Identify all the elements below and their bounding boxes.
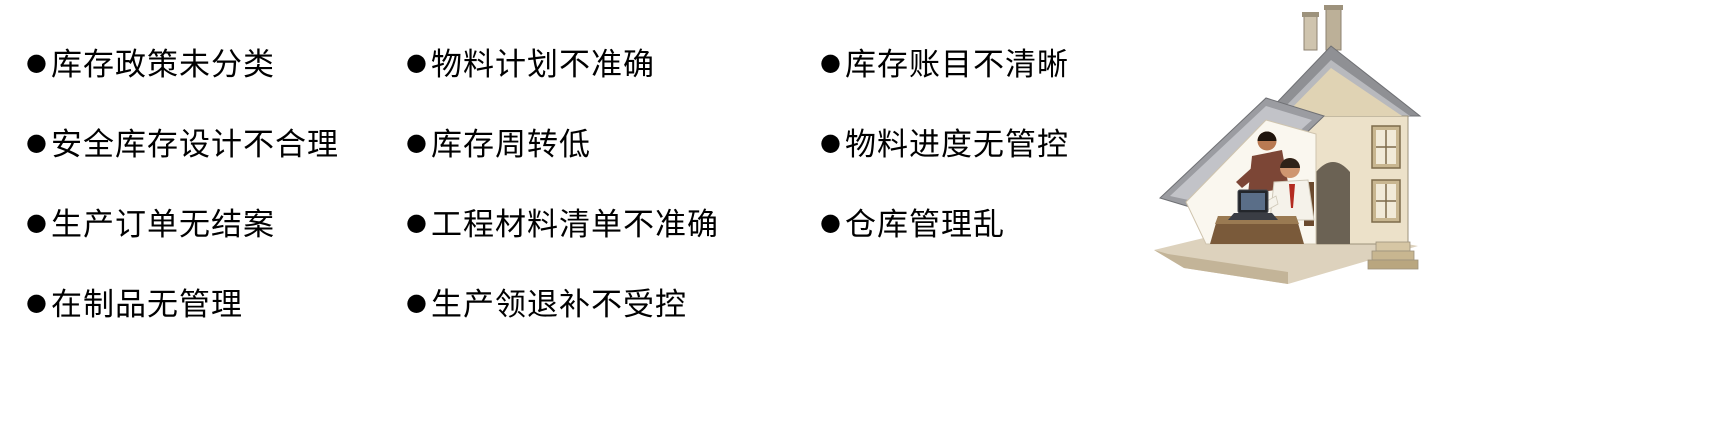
- laptop-shape: [1228, 189, 1278, 220]
- bullet-icon: ●: [406, 128, 428, 156]
- bullet-item: ● 库存周转低: [406, 120, 719, 163]
- bullet-item: ● 库存政策未分类: [26, 40, 339, 83]
- bullet-item: ● 仓库管理乱: [820, 200, 1069, 243]
- bullet-icon: ●: [406, 48, 428, 76]
- bullet-item: ● 安全库存设计不合理: [26, 120, 339, 163]
- bullet-icon: ●: [26, 48, 48, 76]
- house-office-clipart-illustration: [1154, 5, 1422, 284]
- bullet-item: ● 在制品无管理: [26, 280, 339, 323]
- bullet-column-3: ● 库存账目不清晰 ● 物料进度无管控 ● 仓库管理乱: [820, 40, 1069, 280]
- bullet-item-label: 库存政策未分类: [50, 46, 275, 83]
- bullet-icon: ●: [26, 208, 48, 236]
- arched-opening: [1316, 162, 1350, 244]
- bullet-item: ● 生产订单无结案: [26, 200, 339, 243]
- bullet-icon: ●: [406, 288, 428, 316]
- bullet-item: ● 生产领退补不受控: [406, 280, 719, 323]
- desk-shape: [1210, 216, 1304, 244]
- window-upper: [1371, 125, 1401, 169]
- bullet-item-label: 物料计划不准确: [430, 46, 655, 83]
- bullet-icon: ●: [26, 288, 48, 316]
- bullet-icon: ●: [406, 208, 428, 236]
- bullet-column-2: ● 物料计划不准确 ● 库存周转低 ● 工程材料清单不准确 ● 生产领退补不受控: [406, 40, 719, 360]
- bullet-item-label: 安全库存设计不合理: [50, 126, 339, 163]
- bullet-column-1: ● 库存政策未分类 ● 安全库存设计不合理 ● 生产订单无结案 ● 在制品无管理: [26, 40, 339, 360]
- cutaway-interior: [1185, 119, 1317, 245]
- bullet-item-label: 生产订单无结案: [50, 206, 275, 243]
- bullet-item-label: 库存账目不清晰: [844, 46, 1069, 83]
- bullet-item-label: 物料进度无管控: [844, 126, 1069, 163]
- front-steps: [1367, 241, 1419, 270]
- bullet-item-label: 仓库管理乱: [844, 206, 1005, 243]
- bullet-icon: ●: [820, 128, 842, 156]
- bullet-icon: ●: [26, 128, 48, 156]
- chimney-shapes: [1302, 5, 1343, 51]
- window-lower: [1371, 179, 1401, 223]
- bullet-icon: ●: [820, 48, 842, 76]
- bullet-item: ● 库存账目不清晰: [820, 40, 1069, 83]
- bullet-item: ● 工程材料清单不准确: [406, 200, 719, 243]
- bullet-item: ● 物料计划不准确: [406, 40, 719, 83]
- bullet-item-label: 库存周转低: [430, 126, 591, 163]
- bullet-item: ● 物料进度无管控: [820, 120, 1069, 163]
- bullet-item-label: 工程材料清单不准确: [430, 206, 719, 243]
- bullet-icon: ●: [820, 208, 842, 236]
- bullet-item-label: 在制品无管理: [50, 286, 243, 323]
- bullet-item-label: 生产领退补不受控: [430, 286, 687, 323]
